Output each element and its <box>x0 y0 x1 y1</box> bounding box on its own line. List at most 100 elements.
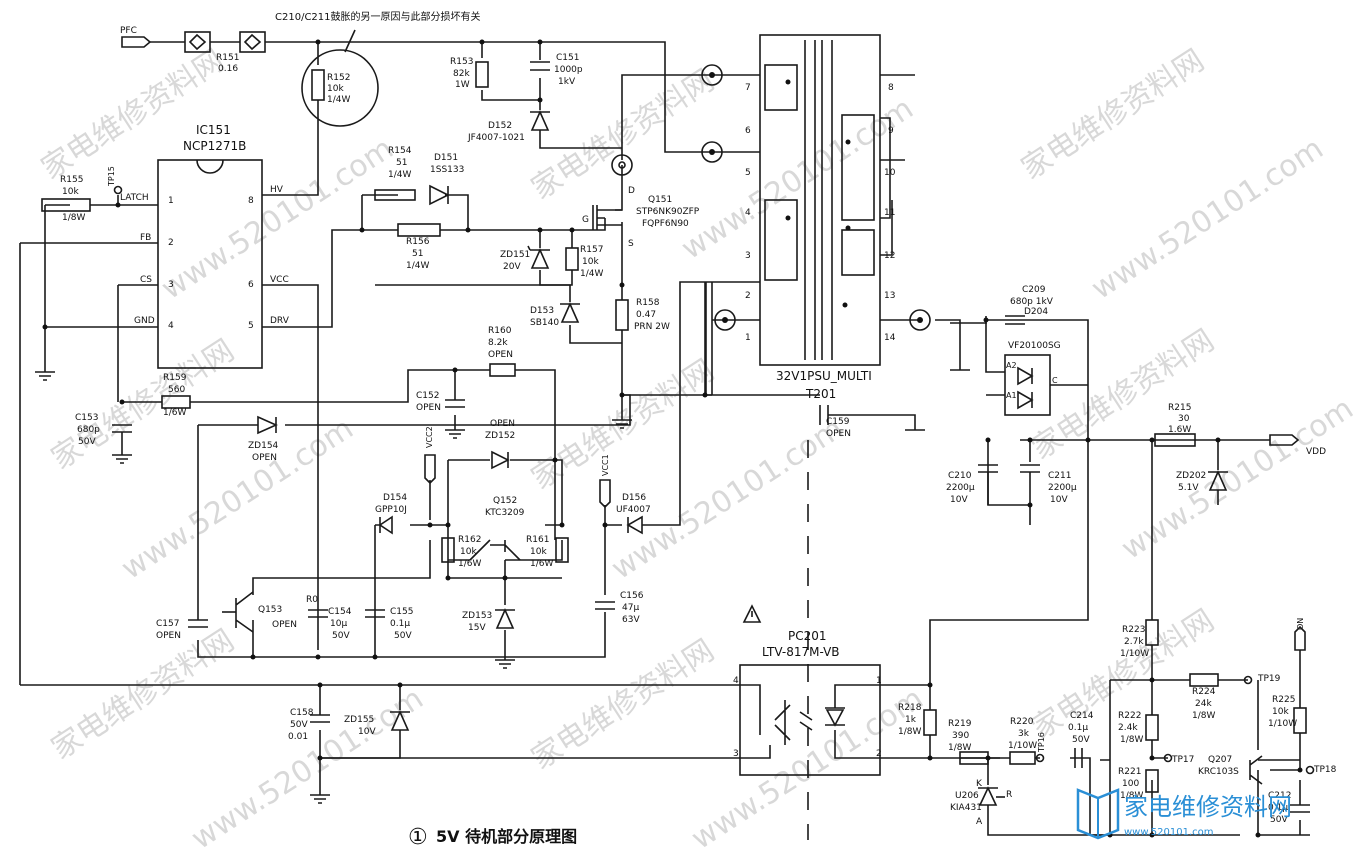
r155-value: 10k <box>62 187 79 197</box>
zd155-ref: ZD155 <box>344 715 374 725</box>
r162-ref: R162 <box>458 535 481 545</box>
q151-drain-terminal <box>611 154 633 176</box>
d151-part: 1SS133 <box>430 165 464 175</box>
r221-rating: 1/8W <box>1120 791 1143 801</box>
t201-winding-4 <box>841 229 875 276</box>
r219-ref: R219 <box>948 719 972 729</box>
logo-url: www.520101.com <box>1124 827 1214 838</box>
zd153-value: 15V <box>468 623 486 633</box>
c214-capacitor <box>1074 748 1083 768</box>
r156-value: 51 <box>412 249 423 259</box>
zd155-value: 10V <box>358 727 376 737</box>
r153-resistor <box>475 61 489 88</box>
r223-rating: 1/10W <box>1120 649 1149 659</box>
t201-left-pin: 5 <box>745 168 751 178</box>
r157-resistor <box>565 247 579 271</box>
terminal-pin5-dot <box>709 149 715 155</box>
ic151-pin2-name: FB <box>140 233 151 243</box>
q152-part: KTC3209 <box>485 508 525 518</box>
r155-rating: 1/8W <box>62 213 85 223</box>
c211-rating: 10V <box>1050 495 1068 505</box>
c154-rating: 50V <box>332 631 350 641</box>
r151-value: 0.16 <box>218 64 238 74</box>
logo-text: 家电维修资料网 <box>1124 793 1292 821</box>
r153-rating: 1W <box>455 80 470 90</box>
r157-value: 10k <box>582 257 599 267</box>
r160-note: OPEN <box>488 350 513 360</box>
c212-rating: 50V <box>1270 815 1288 825</box>
ic151-pin8-name: HV <box>270 185 284 195</box>
ic151-pin8-num: 8 <box>248 196 254 206</box>
t201-winding-3 <box>841 114 875 221</box>
wires <box>19 41 1310 836</box>
r221-value: 100 <box>1122 779 1139 789</box>
watermark-layer: 家电维修资料网 www.520101.com 家电维修资料网 www.52010… <box>35 43 1354 857</box>
r160-ref: R160 <box>488 326 512 336</box>
c152-ref: C152 <box>416 391 439 401</box>
c155-rating: 50V <box>394 631 412 641</box>
u206-part: KIA431 <box>950 803 982 813</box>
r152-resistor <box>311 69 325 101</box>
c151-ref: C151 <box>556 53 579 63</box>
r215-value: 30 <box>1178 414 1190 424</box>
r222-rating: 1/8W <box>1120 735 1143 745</box>
ic151-body <box>157 159 263 369</box>
d152-ref: D152 <box>488 121 512 131</box>
on-label: ON <box>1296 618 1305 630</box>
c157-capacitor <box>188 619 208 628</box>
zd152-zener <box>491 450 510 470</box>
c151-capacitor <box>530 61 550 71</box>
t201-right-pin: 8 <box>888 83 894 93</box>
terminal-pin5 <box>701 141 723 163</box>
r154-resistor <box>374 189 416 201</box>
ic151-pin5-name: DRV <box>270 316 290 326</box>
pc201-pin2: 2 <box>876 749 882 759</box>
watermark-text: 家电维修资料网 <box>45 333 240 477</box>
r159-value: 560 <box>168 385 185 395</box>
c209-capacitor <box>1005 315 1025 325</box>
u206-k: K <box>976 779 983 789</box>
pc201-body <box>739 664 881 776</box>
pc201-light-arrows <box>799 711 813 731</box>
q207-transistor <box>1249 755 1263 785</box>
on-flag <box>1294 625 1306 651</box>
r158-resistor <box>615 299 629 331</box>
ic151-pin6-num: 6 <box>248 280 254 290</box>
d151-ref: D151 <box>434 153 458 163</box>
r160-value: 8.2k <box>488 338 508 348</box>
d151-diode <box>429 184 450 206</box>
pc201-pin3: 3 <box>733 749 739 759</box>
c153-capacitor <box>112 424 132 455</box>
r153-value: 82k <box>453 69 470 79</box>
zd151-ref: ZD151 <box>500 250 530 260</box>
r162-value: 10k <box>460 547 477 557</box>
r222-ref: R222 <box>1118 711 1141 721</box>
d156-part: UF4007 <box>616 505 651 515</box>
t201-body <box>759 34 881 366</box>
c153-value: 680p <box>77 425 100 435</box>
ic151-pin5-num: 5 <box>248 321 254 331</box>
ground-symbol <box>495 659 515 669</box>
c154-value: 10μ <box>330 619 347 629</box>
t201-left-pin: 3 <box>745 251 751 261</box>
note-text: C210/C211鼓胀的另一原因与此部分损坏有关 <box>275 10 481 23</box>
d204-a1: A1 <box>1006 391 1017 400</box>
r225-value: 10k <box>1272 707 1289 717</box>
ground-symbol <box>310 794 330 804</box>
zd153-ref: ZD153 <box>462 611 492 621</box>
tp16-pad <box>1035 753 1045 763</box>
d204-a2: A2 <box>1006 361 1017 370</box>
u206-shunt-regulator <box>978 786 998 806</box>
q151-source: S <box>628 239 634 249</box>
net-label-vcc2: VCC2 <box>425 426 434 448</box>
c152-value: OPEN <box>416 403 441 413</box>
c151-value: 1000p <box>554 65 583 75</box>
t201-part: 32V1PSU_MULTI <box>776 369 872 383</box>
r223-value: 2.7k <box>1124 637 1144 647</box>
r158-value: 0.47 <box>636 310 656 320</box>
r225-rating: 1/10W <box>1268 719 1297 729</box>
c154-r0: R0 <box>306 595 318 605</box>
zd202-value: 5.1V <box>1178 483 1199 493</box>
r158-ref: R158 <box>636 298 660 308</box>
